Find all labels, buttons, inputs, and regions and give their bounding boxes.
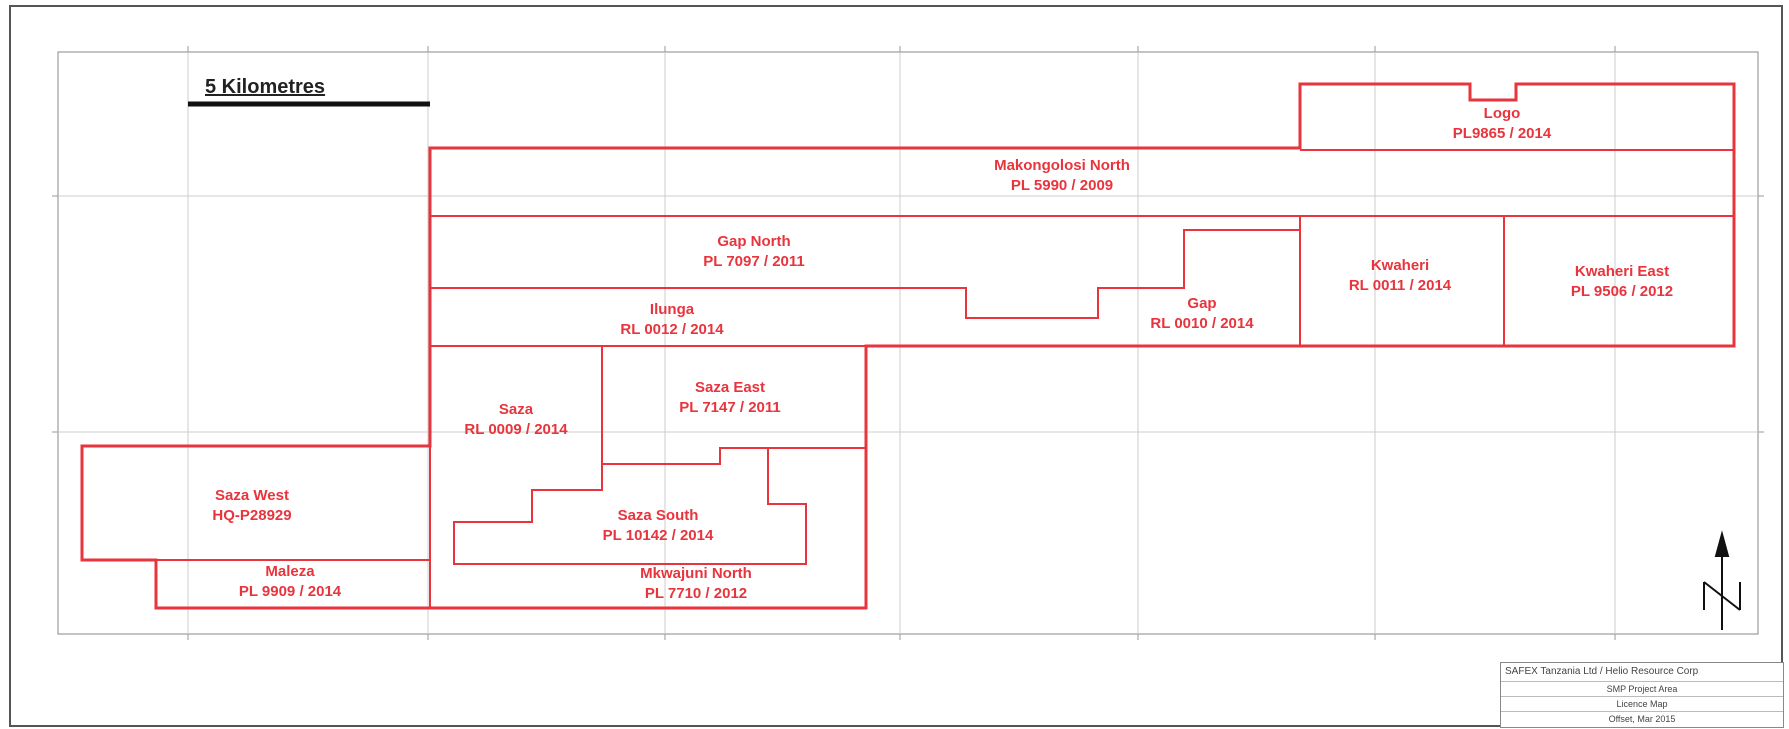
- title-block-line4: Offset, Mar 2015: [1608, 714, 1676, 724]
- boundary-saza-south: [453, 448, 807, 565]
- boundary-main-outline: [80, 82, 1736, 610]
- north-arrow-icon: [1703, 530, 1741, 630]
- sheet-border: [9, 5, 1783, 727]
- title-block: SAFEX Tanzania Ltd / Helio Resource Corp…: [1500, 662, 1784, 728]
- licence-boundaries: [80, 82, 1736, 610]
- title-block-company: SAFEX Tanzania Ltd / Helio Resource Corp: [1501, 663, 1783, 682]
- frame-ticks: [52, 46, 1764, 640]
- boundary-gap: [866, 229, 1300, 319]
- boundary-saza-east-bottom: [602, 447, 866, 465]
- title-block-line2: SMP Project Area: [1501, 682, 1783, 697]
- map-frame: [57, 51, 1759, 635]
- grid-lines: [58, 52, 1758, 634]
- scale-bar-label: 5 Kilometres: [205, 76, 326, 98]
- title-block-line3: Licence Map: [1501, 697, 1783, 712]
